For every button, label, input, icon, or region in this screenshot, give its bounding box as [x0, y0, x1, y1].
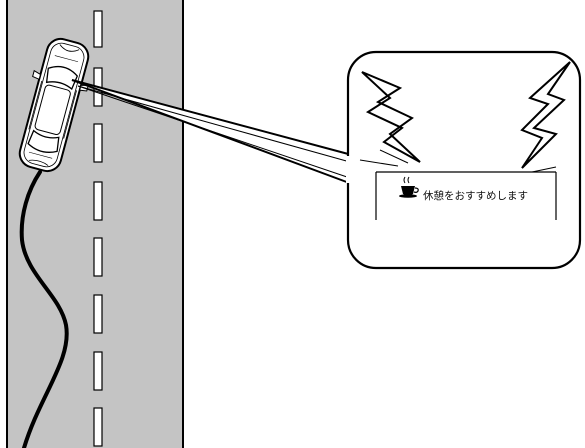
display-message: 休憩をおすすめします [423, 189, 528, 202]
